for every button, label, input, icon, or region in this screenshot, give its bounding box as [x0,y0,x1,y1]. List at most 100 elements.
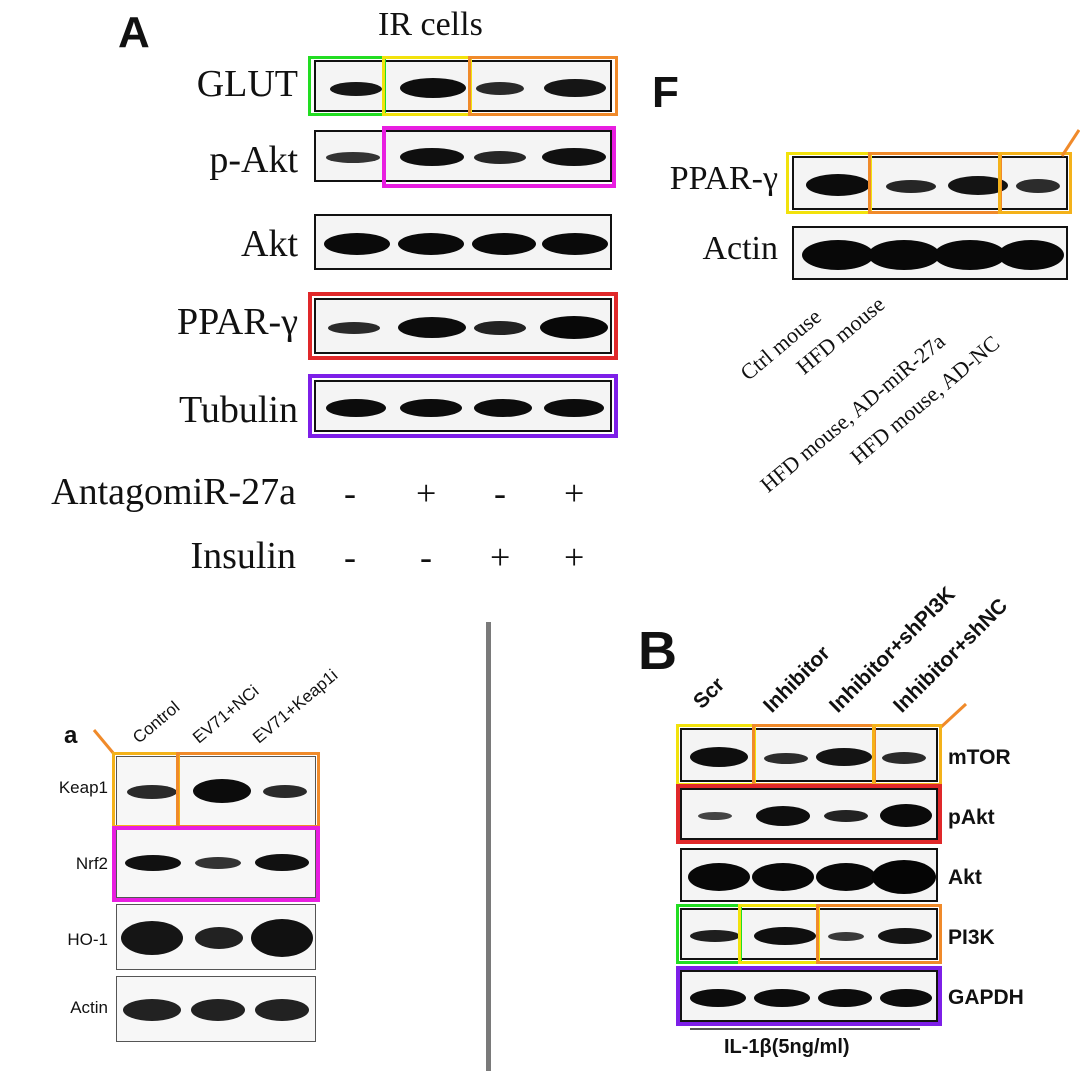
band [251,919,313,957]
blot-glut [314,60,612,112]
panel-letter-B: B [638,621,677,681]
band [127,785,177,799]
band [263,785,307,798]
band [398,317,466,338]
band [1016,179,1060,193]
band [544,79,606,97]
band [474,151,526,164]
band [195,927,243,949]
band [326,152,380,163]
lane-label-b: Inhibitor [759,641,835,718]
band [688,863,750,891]
band [754,927,816,945]
highlight-gold-f [998,152,1072,214]
band [474,399,532,417]
treatment-sign: + [416,473,437,513]
row-label-nrf2: Nrf2 [75,854,108,873]
band [540,316,608,339]
band [400,78,466,98]
band [474,321,526,335]
highlight-gold-a [112,752,180,828]
row-label-akt: Akt [241,223,298,265]
panel-letter-a: a [64,722,78,749]
band [764,753,808,764]
blot-akt-b [680,848,938,902]
highlight-gold-b [872,724,942,786]
band [330,82,382,96]
blot-p-akt [314,130,612,182]
band [878,928,932,944]
treatment-sign: - [494,473,506,513]
highlight-orange-b [752,724,876,786]
lane-label-a: EV71+Keap1i [249,665,342,748]
blot-ho-1 [116,904,316,970]
band [698,812,732,820]
row-label-akt-b: Akt [948,866,982,889]
lane-label-b: Scr [689,673,730,714]
row-label-tubulin: Tubulin [179,389,298,431]
band [328,322,380,334]
panel-b-footer: IL-1β(5ng/ml) [724,1036,850,1058]
row-label-glut: GLUT [196,63,298,105]
row-label-p-akt: p-Akt [209,139,298,181]
band [398,233,464,255]
band [880,804,932,827]
highlight-yellow-b [676,724,756,786]
band [868,240,940,270]
band [123,999,181,1021]
row-label-actin-f: Actin [702,230,778,267]
highlight-magenta-a [112,826,320,902]
band [816,748,872,766]
highlight-purple [308,374,618,438]
band [818,989,872,1007]
treatment-sign: + [564,537,585,577]
highlight-green-b [676,904,742,964]
band [542,233,608,255]
panel-letter-F: F [652,68,679,117]
blot-actin-f [792,226,1068,280]
lane-label-a: EV71+NCi [189,681,263,748]
band [948,176,1008,195]
band [828,932,864,941]
band [934,240,1006,270]
band [690,930,740,942]
treatment-sign: + [490,537,511,577]
highlight-orange-a [176,752,320,828]
band [880,989,932,1007]
blot-mtor [680,728,938,782]
band [998,240,1064,270]
blot-pi3k [680,908,938,960]
band [756,806,810,826]
treatment-sign: - [420,537,432,577]
blot-ppar-gamma-f [792,156,1068,210]
band [542,148,606,166]
band [544,399,604,417]
panel-letter-A: A [118,8,150,57]
band [752,863,814,891]
band [872,860,936,894]
blot-gapdh [680,970,938,1022]
blot-akt [314,214,612,270]
band [816,863,876,891]
callout-line-f [1060,129,1080,157]
callout-line-a [92,729,116,755]
band [802,240,874,270]
band [191,999,245,1021]
row-label-ho-1: HO-1 [67,930,108,949]
panel-a-title: IR cells [378,6,483,43]
band [255,854,309,871]
highlight-green [308,56,386,116]
row-label-ppar-gamma-f: PPAR-γ [669,160,778,197]
band [195,857,241,869]
highlight-red [308,292,618,360]
row-label-pakt: pAkt [948,806,995,829]
blot-pakt [680,788,938,840]
band [476,82,524,95]
treatment-label-antagomir: AntagomiR-27a [51,471,296,513]
highlight-orange [468,56,618,116]
row-label-actin-a: Actin [70,998,108,1017]
row-label-keap1: Keap1 [58,778,108,797]
treatment-sign: - [344,537,356,577]
blot-tubulin [314,380,612,432]
highlight-magenta [382,126,616,188]
